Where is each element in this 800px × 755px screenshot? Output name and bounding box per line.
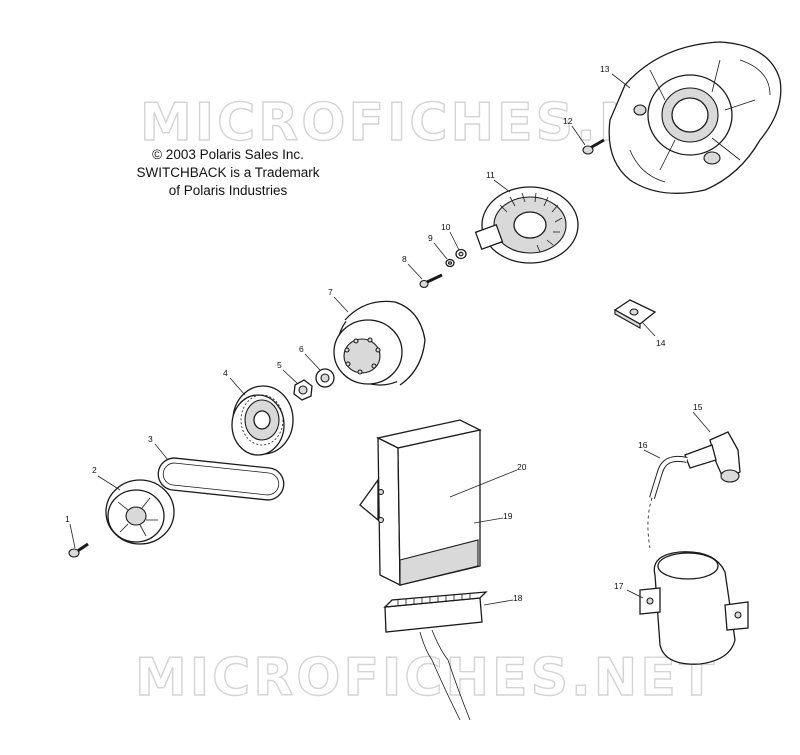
credit-block: © 2003 Polaris Sales Inc. SWITCHBACK is … bbox=[128, 146, 328, 200]
callout-7: 7 bbox=[328, 287, 333, 297]
callout-14: 14 bbox=[656, 338, 666, 348]
callout-13: 13 bbox=[600, 64, 610, 74]
callout-18: 18 bbox=[513, 593, 523, 603]
callout-8: 8 bbox=[402, 254, 407, 264]
watermark-bottom: MICROFICHES.NET bbox=[135, 648, 717, 708]
part-18-connector bbox=[383, 591, 488, 721]
part-12-bolt bbox=[582, 138, 605, 155]
trademark-line-1: SWITCHBACK is a Trademark bbox=[136, 165, 320, 180]
part-6-washer bbox=[315, 368, 335, 388]
callout-19: 19 bbox=[503, 511, 513, 521]
callout-3: 3 bbox=[148, 434, 153, 444]
part-10-nut bbox=[455, 248, 467, 260]
callout-2: 2 bbox=[92, 465, 97, 475]
part-1-bolt bbox=[68, 542, 89, 558]
part-8-bolt bbox=[419, 273, 443, 289]
leader-lines bbox=[69, 73, 711, 606]
trademark-line-2: of Polaris Industries bbox=[168, 183, 288, 198]
part-14-clip bbox=[613, 299, 657, 329]
part-16-wire bbox=[647, 455, 688, 549]
part-9-washer bbox=[445, 258, 455, 268]
part-7-flywheel bbox=[333, 300, 426, 386]
callout-1: 1 bbox=[65, 514, 70, 524]
part-3-belt bbox=[157, 457, 285, 501]
part-5-nut bbox=[293, 379, 313, 401]
callout-5: 5 bbox=[277, 360, 282, 370]
part-13-housing bbox=[608, 41, 782, 194]
callout-4: 4 bbox=[223, 368, 228, 378]
part-4-pulley bbox=[231, 385, 294, 456]
part-11-stator bbox=[474, 186, 579, 264]
part-15-plug-cap bbox=[684, 431, 741, 483]
callout-numbers: 1 2 3 4 5 6 7 8 9 10 11 12 13 14 15 16 1… bbox=[65, 64, 703, 603]
callout-15: 15 bbox=[693, 402, 703, 412]
copyright-text: © 2003 Polaris Sales Inc. bbox=[152, 147, 304, 162]
callout-11: 11 bbox=[486, 170, 495, 180]
callout-17: 17 bbox=[614, 581, 624, 591]
callout-20: 20 bbox=[517, 462, 527, 472]
callout-16: 16 bbox=[638, 440, 648, 450]
callout-10: 10 bbox=[441, 222, 451, 232]
callout-6: 6 bbox=[299, 344, 304, 354]
callout-12: 12 bbox=[563, 116, 573, 126]
callout-9: 9 bbox=[428, 233, 433, 243]
part-2-pulley bbox=[105, 479, 175, 545]
part-19-20-cdi-box bbox=[359, 419, 482, 587]
part-17-coil bbox=[639, 551, 749, 665]
